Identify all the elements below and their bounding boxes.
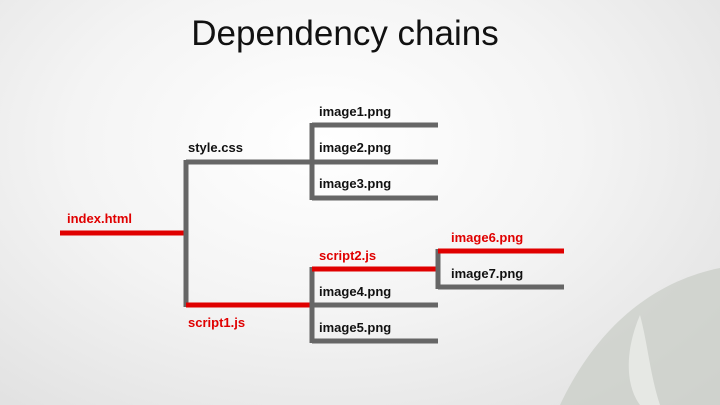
slide-title: Dependency chains — [191, 14, 499, 53]
node-style: style.css — [188, 140, 243, 155]
node-image2: image2.png — [319, 140, 392, 155]
node-image1: image1.png — [319, 104, 392, 119]
node-image6: image6.png — [451, 230, 524, 245]
node-script1: script1.js — [188, 315, 246, 330]
node-script2: script2.js — [319, 248, 377, 263]
node-image3: image3.png — [319, 176, 392, 191]
node-image7: image7.png — [451, 266, 524, 281]
node-image4: image4.png — [319, 284, 392, 299]
node-image5: image5.png — [319, 320, 392, 335]
node-index: index.html — [67, 211, 133, 226]
